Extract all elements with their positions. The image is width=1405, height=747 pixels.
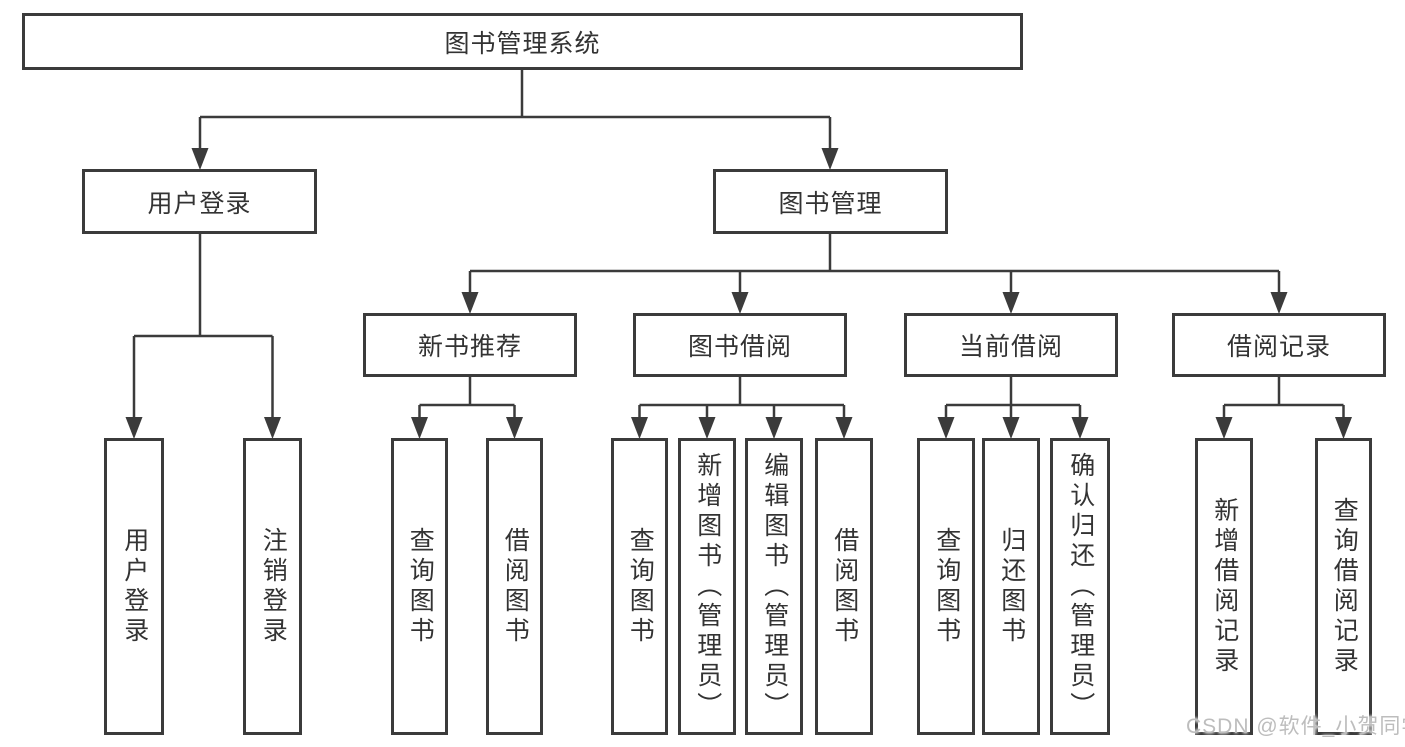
node-label: 图书管理系统 [444, 29, 601, 58]
leaf-query-books-borrowing: 查询图书 [611, 438, 668, 735]
arrowhead [821, 148, 839, 170]
node-user-login: 用户登录 [82, 169, 317, 234]
node-label: 借阅记录 [1226, 333, 1331, 361]
connector-userlogin-to-leaves [132, 234, 274, 421]
connector-newrec-to-leaves [418, 377, 516, 421]
arrowhead [1270, 292, 1288, 314]
connector-records-to-leaves [1222, 377, 1345, 421]
leaf-add-borrow-record: 新增借阅记录 [1195, 438, 1253, 735]
node-label: 用户登录 [147, 189, 252, 218]
arrowhead [698, 417, 716, 439]
leaf-logout: 注销登录 [243, 438, 302, 735]
node-label: 查询图书 [626, 526, 655, 647]
arrowhead [461, 292, 479, 314]
node-label: 借阅图书 [830, 526, 859, 647]
node-book-borrowing: 图书借阅 [633, 313, 847, 377]
node-label: 注销登录 [259, 526, 288, 647]
node-label: 确认归还（管理员） [1066, 451, 1095, 722]
node-label: 图书借阅 [687, 333, 792, 361]
arrowhead [835, 417, 853, 439]
node-label: 图书管理 [778, 189, 883, 218]
arrowhead [1071, 417, 1089, 439]
leaf-borrow-books-recommend: 借阅图书 [486, 438, 543, 735]
arrowhead [125, 417, 143, 439]
arrowhead [506, 417, 523, 439]
arrowhead [937, 417, 955, 439]
node-label: 查询图书 [932, 526, 961, 647]
leaf-add-books-admin: 新增图书（管理员） [678, 438, 736, 735]
arrowhead [1215, 417, 1233, 439]
node-label: 用户登录 [120, 526, 149, 647]
watermark: CSDN @软件_小贺同学 [1186, 715, 1405, 738]
node-label: 新书推荐 [417, 333, 522, 361]
node-label: 归还图书 [997, 526, 1026, 647]
arrowhead [411, 417, 428, 439]
leaf-query-books-recommend: 查询图书 [391, 438, 448, 735]
node-label: 查询图书 [406, 526, 435, 647]
arrowhead [1002, 292, 1020, 314]
connector-currentborrow-to-leaves [944, 377, 1082, 421]
arrowhead [765, 417, 783, 439]
node-label: 编辑图书（管理员） [760, 451, 789, 722]
node-label: 借阅图书 [501, 526, 530, 647]
node-new-book-recommend: 新书推荐 [363, 313, 577, 377]
leaf-return-books: 归还图书 [982, 438, 1040, 735]
node-borrowing-records: 借阅记录 [1172, 313, 1386, 377]
leaf-user-login: 用户登录 [104, 438, 164, 735]
connector-root-to-level2 [198, 70, 832, 152]
arrowhead [264, 417, 281, 439]
node-label: 新增图书（管理员） [693, 451, 722, 722]
node-label: 当前借阅 [958, 333, 1063, 361]
arrowhead [631, 417, 648, 439]
connector-bookmgmt-to-level3 [468, 234, 1281, 296]
leaf-query-books-current: 查询图书 [917, 438, 975, 735]
arrowhead [1335, 417, 1352, 439]
node-current-borrowing: 当前借阅 [904, 313, 1118, 377]
leaf-edit-books-admin: 编辑图书（管理员） [745, 438, 803, 735]
leaf-borrow-books: 借阅图书 [815, 438, 873, 735]
arrowhead [191, 148, 209, 170]
connector-bookborrow-to-leaves [638, 377, 846, 421]
node-label: 查询借阅记录 [1330, 496, 1359, 677]
node-root-library-management-system: 图书管理系统 [22, 13, 1023, 70]
arrowhead [731, 292, 749, 314]
leaf-confirm-return-admin: 确认归还（管理员） [1050, 438, 1110, 735]
leaf-query-borrow-record: 查询借阅记录 [1315, 438, 1372, 735]
node-label: 新增借阅记录 [1210, 496, 1239, 677]
node-book-management: 图书管理 [713, 169, 948, 234]
arrowhead [1002, 417, 1020, 439]
